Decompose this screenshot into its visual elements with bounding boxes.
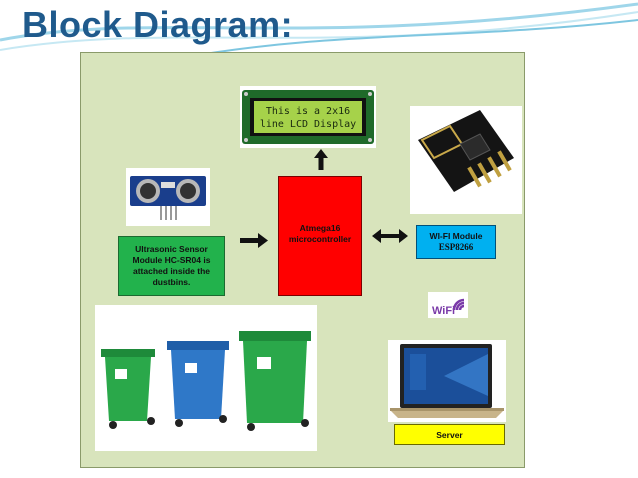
header-waves-decoration (0, 2, 638, 59)
wifi-module-model: ESP8266 (438, 242, 474, 252)
lcd-line-2: line LCD Display (260, 119, 356, 130)
microcontroller-name: Atmega16 (299, 223, 341, 233)
microcontroller-type: microcontroller (288, 234, 352, 244)
arrow-mcu-wifi-bidirectional (372, 229, 408, 243)
arrow-sensor-to-mcu (240, 233, 268, 248)
esp8266-module-image (410, 106, 522, 214)
slide-title: Block Diagram: (22, 4, 294, 45)
lcd-display-image: This is a 2x16 line LCD Display (240, 86, 376, 148)
ultrasonic-sensor-label-box: Ultrasonic Sensor Module HC-SR04 is atta… (118, 236, 225, 296)
microcontroller-box: Atmega16 microcontroller (278, 176, 362, 296)
server-label-box: Server (394, 424, 505, 445)
wifi-module-title: WI-FI Module (429, 231, 483, 241)
wifi-module-box: WI-FI Module ESP8266 (416, 225, 496, 259)
dustbins-image (95, 305, 317, 451)
wifi-icon-text: WiFi (432, 305, 455, 317)
laptop-server-image (388, 340, 506, 422)
ultrasonic-sensor-image (126, 168, 210, 226)
server-label: Server (436, 429, 463, 440)
wifi-icon: WiFi (428, 292, 468, 318)
arrow-mcu-to-lcd (314, 149, 328, 170)
lcd-line-1: This is a 2x16 (266, 106, 350, 117)
ultrasonic-sensor-label: Ultrasonic Sensor Module HC-SR04 is atta… (132, 244, 211, 287)
